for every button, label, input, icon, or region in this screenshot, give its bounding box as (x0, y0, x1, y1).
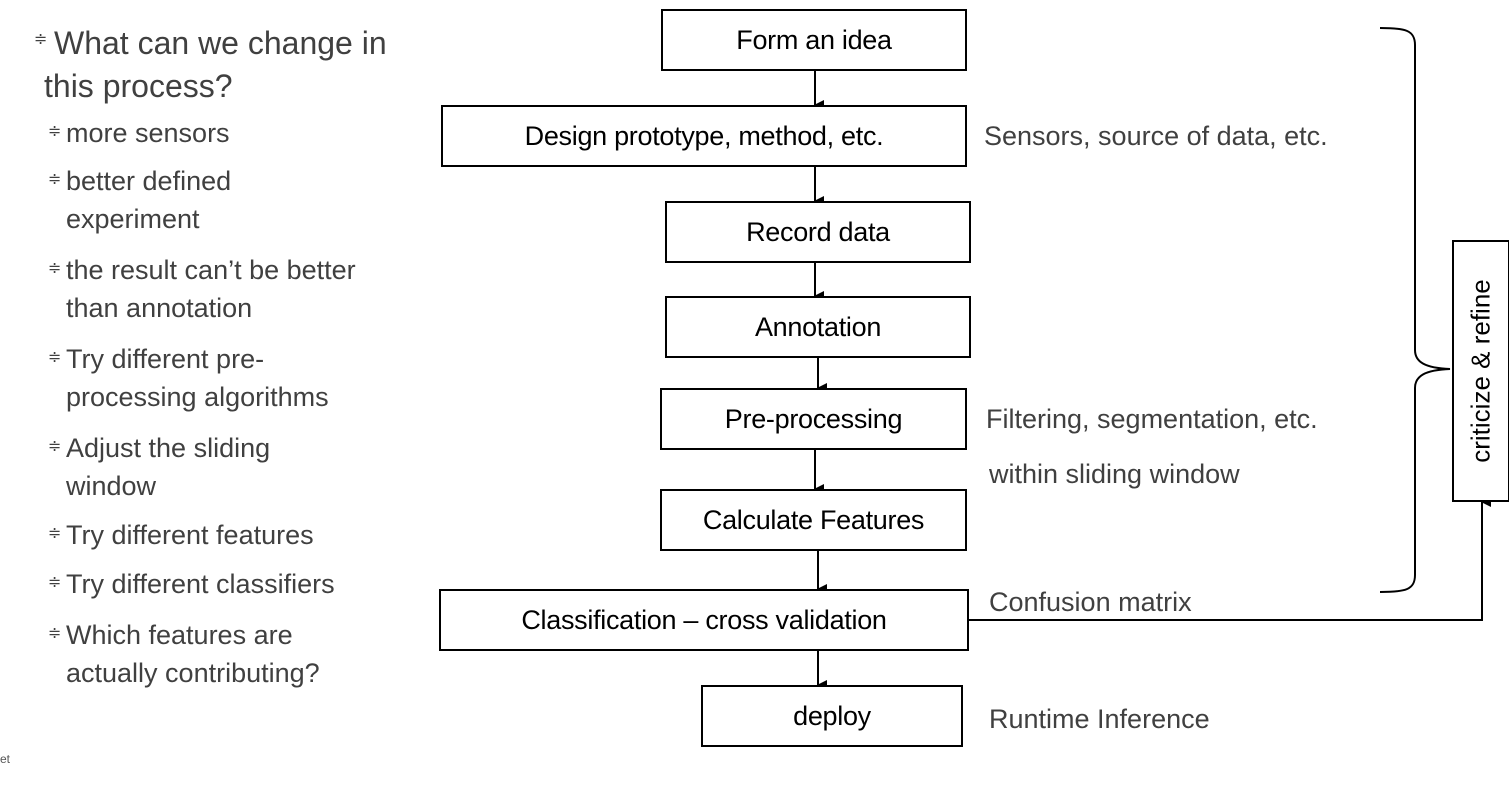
refine-box: criticize & refine (1452, 240, 1509, 502)
step-label: Design prototype, method, etc. (524, 120, 884, 151)
note-design: Sensors, source of data, etc. (984, 121, 1328, 151)
step-annotation: Annotation (665, 296, 971, 358)
note-preprocessing: Filtering, segmentation, etc. (986, 404, 1318, 434)
bullet-marker-icon: ≑ (34, 31, 48, 48)
bullet-item-text: Try different features (66, 520, 314, 550)
bullet-item: ≑ Adjust the sliding window (46, 429, 346, 505)
step-form-idea: Form an idea (661, 9, 967, 71)
bullet-item: ≑ better defined experiment (46, 162, 346, 238)
bullet-marker-icon: ≑ (48, 525, 62, 542)
step-label: Pre-processing (724, 403, 903, 434)
bullet-main: ≑ What can we change in this process? (32, 22, 412, 108)
bullet-marker-icon: ≑ (48, 349, 62, 366)
step-record-data: Record data (665, 201, 971, 263)
note-deploy: Runtime Inference (989, 704, 1210, 734)
bullet-marker-icon: ≑ (48, 438, 62, 455)
feedback-line (968, 497, 1491, 621)
bullet-item-text: Which features are actually contributing… (66, 620, 320, 688)
step-label: Annotation (754, 311, 882, 342)
bullet-marker-icon: ≑ (48, 260, 62, 277)
bullet-list: ≑ What can we change in this process? ≑ … (0, 0, 420, 798)
bullet-item-text: the result can’t be better than annotati… (66, 255, 356, 323)
note-features: within sliding window (989, 459, 1240, 489)
step-label: Record data (746, 216, 890, 247)
refine-label: criticize & refine (1465, 279, 1496, 463)
bullet-main-text: What can we change in this process? (44, 25, 387, 104)
bullet-item-text: more sensors (66, 118, 230, 148)
step-deploy: deploy (701, 685, 963, 747)
bullet-item-text: Try different classifiers (66, 569, 335, 599)
bullet-item-text: Try different pre-processing algorithms (66, 344, 329, 412)
step-label: Form an idea (736, 24, 892, 55)
footer-text: et (0, 752, 11, 766)
bullet-item: ≑ Which features are actually contributi… (46, 616, 376, 692)
bullet-item: ≑ Try different classifiers (46, 565, 406, 603)
bullet-item-text: better defined experiment (66, 166, 232, 234)
step-preprocessing: Pre-processing (660, 388, 967, 450)
bullet-item: ≑ Try different pre-processing algorithm… (46, 340, 386, 416)
step-label: Calculate Features (702, 504, 925, 535)
bullet-item: ≑ the result can’t be better than annota… (46, 251, 406, 327)
step-label: Classification – cross validation (521, 604, 887, 635)
note-classification: Confusion matrix (989, 587, 1192, 617)
bullet-marker-icon: ≑ (48, 171, 62, 188)
step-calculate-features: Calculate Features (660, 489, 967, 551)
step-classification: Classification – cross validation (439, 589, 969, 651)
bullet-marker-icon: ≑ (48, 123, 62, 140)
bullet-item: ≑ more sensors (46, 114, 406, 152)
step-design-prototype: Design prototype, method, etc. (441, 105, 967, 167)
bullet-item-text: Adjust the sliding window (66, 433, 271, 501)
bullet-marker-icon: ≑ (48, 574, 62, 591)
bullet-marker-icon: ≑ (48, 625, 62, 642)
curly-brace (1379, 27, 1451, 593)
step-label: deploy (793, 700, 871, 731)
bullet-item: ≑ Try different features (46, 516, 406, 554)
